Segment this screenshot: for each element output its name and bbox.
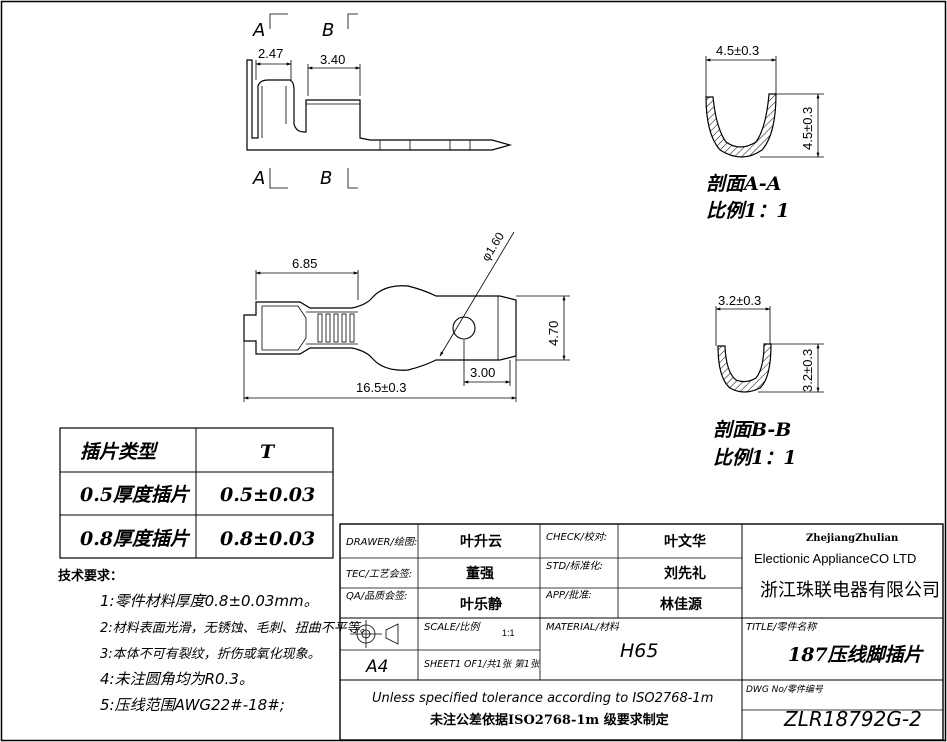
tab-hole <box>452 316 476 340</box>
tolerance-cn: 未注公差依据ISO2768-1m 级要求制定 <box>429 712 669 728</box>
dim-bb-width: 3.2±0.3 <box>718 293 761 308</box>
side-view: A B A B 2.47 3.40 <box>246 13 513 189</box>
scale-value: 1:1 <box>502 628 515 638</box>
table-header-type: 插片类型 <box>80 441 159 463</box>
dim-aa-height: 4.5±0.3 <box>800 107 815 150</box>
tech-notes-title: 技术要求： <box>58 568 123 584</box>
title-label: TITLE/零件名称 <box>746 621 818 633</box>
material-value: H65 <box>620 640 658 662</box>
company-en-line2: Electionic ApplianceCO LTD <box>754 551 916 566</box>
dim-crimp-wing-b: 3.40 <box>320 52 345 67</box>
tec-label: TEC/工艺会签: <box>346 568 412 580</box>
tech-note-1: 1:零件材料厚度0.8±0.03mm。 <box>100 592 319 610</box>
section-aa-label: 剖面A-A <box>706 173 781 195</box>
tolerance-en: Unless specified tolerance according to … <box>372 691 713 706</box>
tech-note-2: 2:材料表面光滑，无锈蚀、毛刺、扭曲不平等。 <box>100 621 373 636</box>
serrations <box>317 313 355 343</box>
app-label: APP/批准: <box>545 589 592 601</box>
section-bb-label: 剖面B-B <box>713 419 791 441</box>
section-marker-b-bottom: B <box>320 168 332 189</box>
table-cell-type-1: 0.5厚度插片 <box>80 484 191 506</box>
section-bb-scale: 比例1：1 <box>713 447 796 469</box>
qa-label: QA/品质会签: <box>346 590 407 602</box>
dim-overall-length: 16.5±0.3 <box>356 380 407 395</box>
dim-tab-width: 4.70 <box>546 321 561 346</box>
table-cell-type-2: 0.8厚度插片 <box>80 528 191 550</box>
tech-note-3: 3:本体不可有裂纹，折伤或氧化现象。 <box>100 647 321 662</box>
dim-hole-position: 3.00 <box>470 365 495 380</box>
tec-name: 董强 <box>466 565 494 582</box>
dim-crimp-length: 6.85 <box>292 256 317 271</box>
company-cn: 浙江珠联电器有限公司 <box>760 580 940 600</box>
qa-name: 叶乐静 <box>460 596 502 613</box>
projection-symbol-icon <box>350 620 399 648</box>
app-name: 林佳源 <box>660 596 702 613</box>
table-cell-t-1: 0.5±0.03 <box>220 484 315 506</box>
thickness-table: 插片类型 T 0.5厚度插片 0.5±0.03 0.8厚度插片 0.8±0.03 <box>59 427 334 559</box>
table-cell-t-2: 0.8±0.03 <box>220 528 315 550</box>
dim-crimp-wing-a: 2.47 <box>258 46 283 61</box>
tech-note-5: 5:压线范围AWG22#-18#; <box>100 696 285 714</box>
section-marker-a-top: A <box>252 20 265 41</box>
material-label: MATERIAL/材料 <box>546 621 620 633</box>
dwg-label: DWG No/零件编号 <box>746 684 824 695</box>
section-aa: 4.5±0.3 4.5±0.3 剖面A-A 比例1：1 <box>705 43 824 222</box>
dwg-number: ZLR18792G-2 <box>783 707 922 731</box>
dim-hole-diameter: φ1.60 <box>479 229 508 263</box>
section-aa-profile <box>705 93 777 158</box>
section-marker-a-bottom: A <box>252 168 265 189</box>
table-header-t: T <box>260 441 276 463</box>
dim-bb-height: 3.2±0.3 <box>800 349 815 392</box>
company-en-line1: ZhejiangZhulian <box>806 533 899 544</box>
std-label: STD/标准化: <box>546 560 603 572</box>
drawer-label: DRAWER/绘图: <box>346 536 417 548</box>
check-name: 叶文华 <box>664 533 706 550</box>
paper-size: A4 <box>365 657 388 677</box>
check-label: CHECK/校对: <box>546 531 607 543</box>
section-bb-profile <box>717 343 772 393</box>
technical-notes: 技术要求： 1:零件材料厚度0.8±0.03mm。 2:材料表面光滑，无锈蚀、毛… <box>58 568 373 714</box>
section-bb: 3.2±0.3 3.2±0.3 剖面B-B 比例1：1 <box>713 293 824 469</box>
section-aa-scale: 比例1：1 <box>706 200 789 222</box>
scale-label: SCALE/比例 <box>424 621 481 633</box>
tech-note-4: 4:未注圆角均为R0.3。 <box>100 670 254 688</box>
std-name: 刘先礼 <box>664 565 706 582</box>
title-block: DRAWER/绘图: 叶升云 CHECK/校对: 叶文华 TEC/工艺会签: 董… <box>339 523 944 741</box>
dim-aa-width: 4.5±0.3 <box>716 43 759 58</box>
sheet-info: SHEET1 OF1/共1张 第1张 <box>424 658 541 670</box>
part-title: 187压线脚插片 <box>788 644 925 666</box>
top-view: 6.85 φ1.60 4.70 3.00 16.5 <box>243 229 570 402</box>
drawer-name: 叶升云 <box>460 533 502 550</box>
section-marker-b-top: B <box>322 20 334 41</box>
